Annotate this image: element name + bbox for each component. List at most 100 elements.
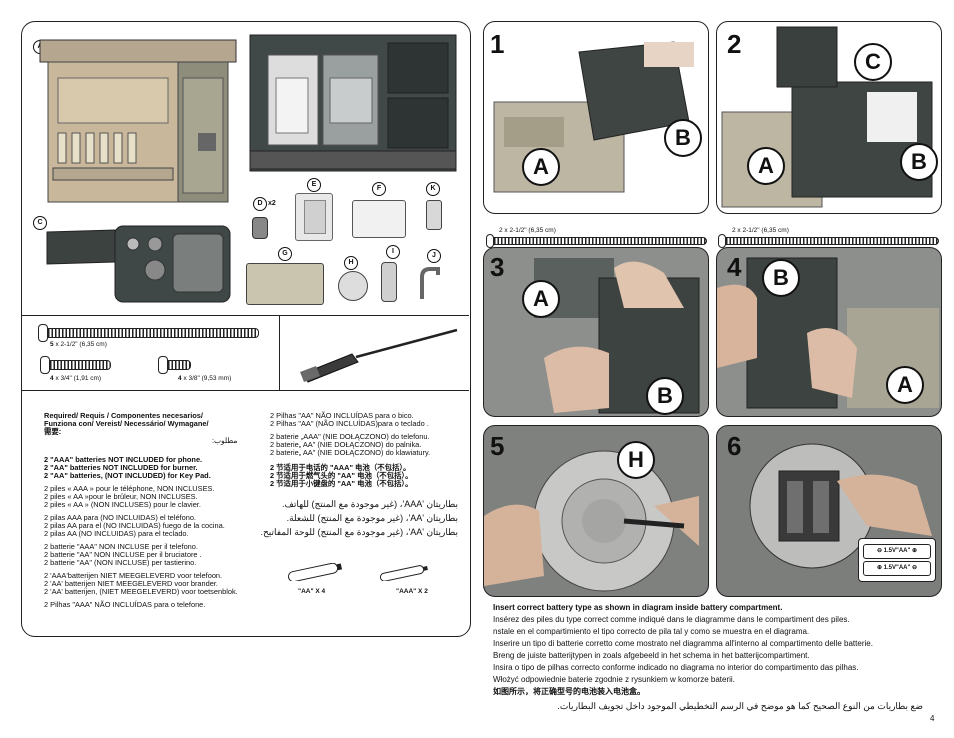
part-label-h: H <box>344 256 358 270</box>
aaa-battery-label: "AAA" X 2 <box>396 588 428 595</box>
req-nl-3: 2 'AA' batterijen, (NIET MEEGELEVERD) vo… <box>44 587 238 596</box>
callout-b-step3: B <box>646 377 684 415</box>
battery-slot-1-label: 1.5V"AA" <box>883 548 911 554</box>
req-fr-1: 2 piles « AAA » pour le téléphone, NON I… <box>44 484 215 493</box>
req-pl-2: 2 baterie„ AA" (NIE DOŁĄCZONO) do palnik… <box>270 440 422 449</box>
req-fr-2: 2 piles « AA »pour le brûleur, NON INCLU… <box>44 492 198 501</box>
medium-screw-label: 4 x 3/4" (1,91 cm) <box>50 375 101 382</box>
battery-slot-2: ⊕ 1.5V"AA" ⊖ <box>863 561 931 576</box>
part-label-f: F <box>372 182 386 196</box>
long-screw-qty: 5 <box>50 341 54 348</box>
step-6-panel: ⊖ 1.5V"AA" ⊕ ⊕ 1.5V"AA" ⊖ <box>716 425 942 597</box>
callout-a-step3: A <box>522 280 560 318</box>
req-pl-1: 2 baterie „AAA" (NIE DOŁĄCZONO) do telef… <box>270 432 430 441</box>
req-ar-2: بطاريتان 'AA'، (غير موجودة مع المنتج) لل… <box>286 513 458 523</box>
callout-a-step4: A <box>886 366 924 404</box>
knob-part-d-image <box>252 217 268 239</box>
long-screw-image <box>47 328 259 338</box>
req-it-2: 2 batterie "AA" NON INCLUSE per il bruci… <box>44 550 202 559</box>
step-3-screw-note: 2 x 2-1/2" (6,35 cm) <box>499 227 556 234</box>
req-es-3: 2 pilas AA (NO INCLUIDAS) para el teclad… <box>44 529 189 538</box>
req-pt-2: 2 Pilhas "AA" NÃO INCLUÍDAS para o bico. <box>270 411 414 420</box>
burner-part-h-image <box>338 271 368 301</box>
req-fr-3: 2 piles « AA » (NON INCLUSES) pour le cl… <box>44 500 201 509</box>
callout-b-step4: B <box>762 259 800 297</box>
parts-divider-v <box>279 315 280 390</box>
instruction-ar: ضع بطاريات من النوع الصحيح كما هو موضح ف… <box>557 701 923 711</box>
step-3-number: 3 <box>490 252 505 282</box>
req-es-2: 2 pilas AA para el (NO INCLUIDAS) fuego … <box>44 521 225 530</box>
part-label-e: E <box>307 178 321 192</box>
battery-slot-2-label: 1.5V"AA" <box>883 565 911 571</box>
callout-a-step2: A <box>747 147 785 185</box>
req-en-1: 2 "AAA" batteries NOT INCLUDED for phone… <box>44 455 203 464</box>
screwdriver-image <box>292 326 462 386</box>
instruction-en: Insert correct battery type as shown in … <box>493 603 783 612</box>
req-zh-3: 2 节适用于小键盘的 "AA" 电池（不包括）。 <box>270 479 413 488</box>
minus-icon: ⊖ <box>876 548 882 554</box>
req-en-2: 2 "AA" batteries NOT INCLUDED for burner… <box>44 463 198 472</box>
plus-icon: ⊕ <box>912 548 918 554</box>
req-it-1: 2 batterie "AAA" NON INCLUSE per il tele… <box>44 542 198 551</box>
minus-icon: ⊖ <box>912 565 918 571</box>
instruction-fr: Insérez des piles du type correct comme … <box>493 615 850 624</box>
callout-c-step2: C <box>854 43 892 81</box>
aa-battery-label: "AA" X 4 <box>298 588 326 595</box>
phone-base-part-e-image <box>295 193 333 241</box>
part-label-k: K <box>426 182 440 196</box>
long-screw-size: x 2-1/2" (6,35 cm) <box>55 341 107 348</box>
step-2-number: 2 <box>727 29 742 59</box>
part-label-j: J <box>427 249 441 263</box>
long-screw-label: 5 x 2-1/2" (6,35 cm) <box>50 341 107 348</box>
instruction-pt: Insira o tipo de pilhas correcto conform… <box>493 663 859 672</box>
medium-screw-qty: 4 <box>50 375 54 382</box>
req-zh-1: 2 节适用于电话的 "AAA" 电池（不包括）。 <box>270 463 411 472</box>
part-d-quantity: x2 <box>268 200 276 207</box>
parts-divider-h <box>22 315 469 316</box>
req-nl-1: 2 'AAA'batterijen NIET MEEGELEVERD voor … <box>44 571 223 580</box>
phone-part-i-image <box>381 262 397 302</box>
battery-diagram-box: ⊖ 1.5V"AA" ⊕ ⊕ 1.5V"AA" ⊖ <box>858 538 936 582</box>
step-2-panel <box>716 21 942 214</box>
plus-icon: ⊕ <box>876 565 882 571</box>
faucet-part-j-image <box>418 265 440 301</box>
kitchen-front-image <box>38 38 238 204</box>
required-heading-1: Required/ Requis / Componentes necesario… <box>44 411 203 420</box>
part-label-i: I <box>386 245 400 259</box>
step-3-screw-image <box>493 237 707 245</box>
part-label-c: C <box>33 216 47 230</box>
req-zh-2: 2 节适用于燃气头的 "AA" 电池（不包括）。 <box>270 471 413 480</box>
callout-b-step2: B <box>900 143 938 181</box>
req-en-3: 2 "AA" batteries, (NOT INCLUDED) for Key… <box>44 471 211 480</box>
step-4-screw-image <box>725 237 939 245</box>
instruction-es: nstale en el compartimiento el tipo corr… <box>493 627 810 636</box>
req-it-3: 2 batterie "AA" (NON INCLUSE) per tastie… <box>44 558 197 567</box>
required-heading-2: Funziona con/ Vereist/ Necessário/ Wymag… <box>44 419 209 428</box>
instruction-it: Inserire un tipo di batterie corretto co… <box>493 639 873 648</box>
req-es-1: 2 pilas AAA para (NO INCLUIDAS) el teléf… <box>44 513 196 522</box>
callout-b-step1: B <box>664 119 702 157</box>
tub-part-g-image <box>246 263 324 305</box>
step-4-screw-note: 2 x 2-1/2" (6,35 cm) <box>732 227 789 234</box>
medium-screw-image <box>49 360 111 370</box>
short-screw-label: 4 x 3/8" (9,53 mm) <box>178 375 231 382</box>
req-pt-1: 2 Pilhas "AAA" NÃO INCLUÍDAS para o tele… <box>44 600 206 609</box>
page-number: 4 <box>930 714 935 723</box>
medium-screw-size: x 3/4" (1,91 cm) <box>55 375 102 382</box>
aa-battery-image <box>286 562 344 583</box>
part-label-d: D <box>253 197 267 211</box>
short-screw-size: x 3/8" (9,53 mm) <box>183 375 232 382</box>
aaa-battery-image <box>378 565 430 582</box>
step-5-panel <box>483 425 709 597</box>
step-5-number: 5 <box>490 431 505 461</box>
req-ar-3: بطاريتان 'AA'، (غير موجودة مع المنتج) لل… <box>260 527 458 537</box>
wall-unit-part-c-image <box>45 222 235 304</box>
req-nl-2: 2 'AA' batterijen NIET MEEGELEVERD voor … <box>44 579 218 588</box>
step-1-number: 1 <box>490 29 505 59</box>
short-screw-qty: 4 <box>178 375 182 382</box>
part-label-g: G <box>278 247 292 261</box>
kitchen-back-image <box>248 33 458 173</box>
short-screw-image <box>167 360 191 370</box>
parts-divider-h2 <box>22 390 469 391</box>
instruction-pl: Włożyć odpowiednie baterie zgodnie z rys… <box>493 675 735 684</box>
